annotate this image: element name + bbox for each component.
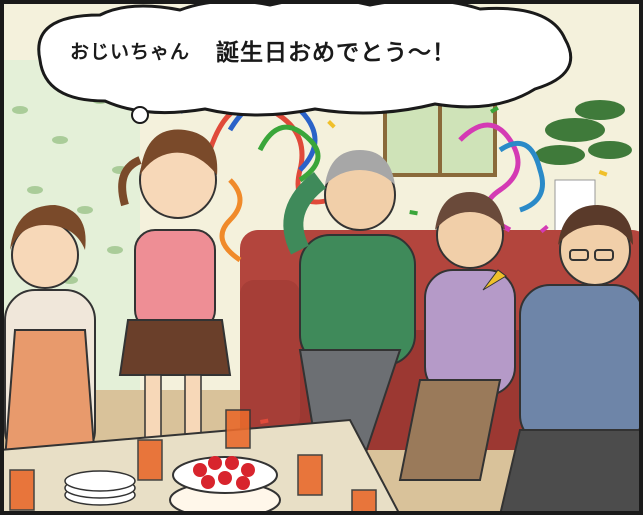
speech-bubble	[37, 0, 573, 124]
plate-stack	[64, 470, 136, 506]
plant-leaves	[535, 100, 632, 165]
bubble-line-birthday: 誕生日おめでとう～！	[216, 40, 457, 66]
grandmother-figure	[398, 192, 516, 481]
mother-figure	[3, 205, 97, 461]
bubble-caption: おじいちゃん 誕生日おめでとう～！	[70, 30, 590, 70]
bubble-line-grandpa: おじいちゃん	[70, 40, 191, 63]
father-figure	[498, 205, 643, 515]
drink-glasses	[9, 409, 377, 515]
strawberry-cake	[169, 456, 281, 515]
